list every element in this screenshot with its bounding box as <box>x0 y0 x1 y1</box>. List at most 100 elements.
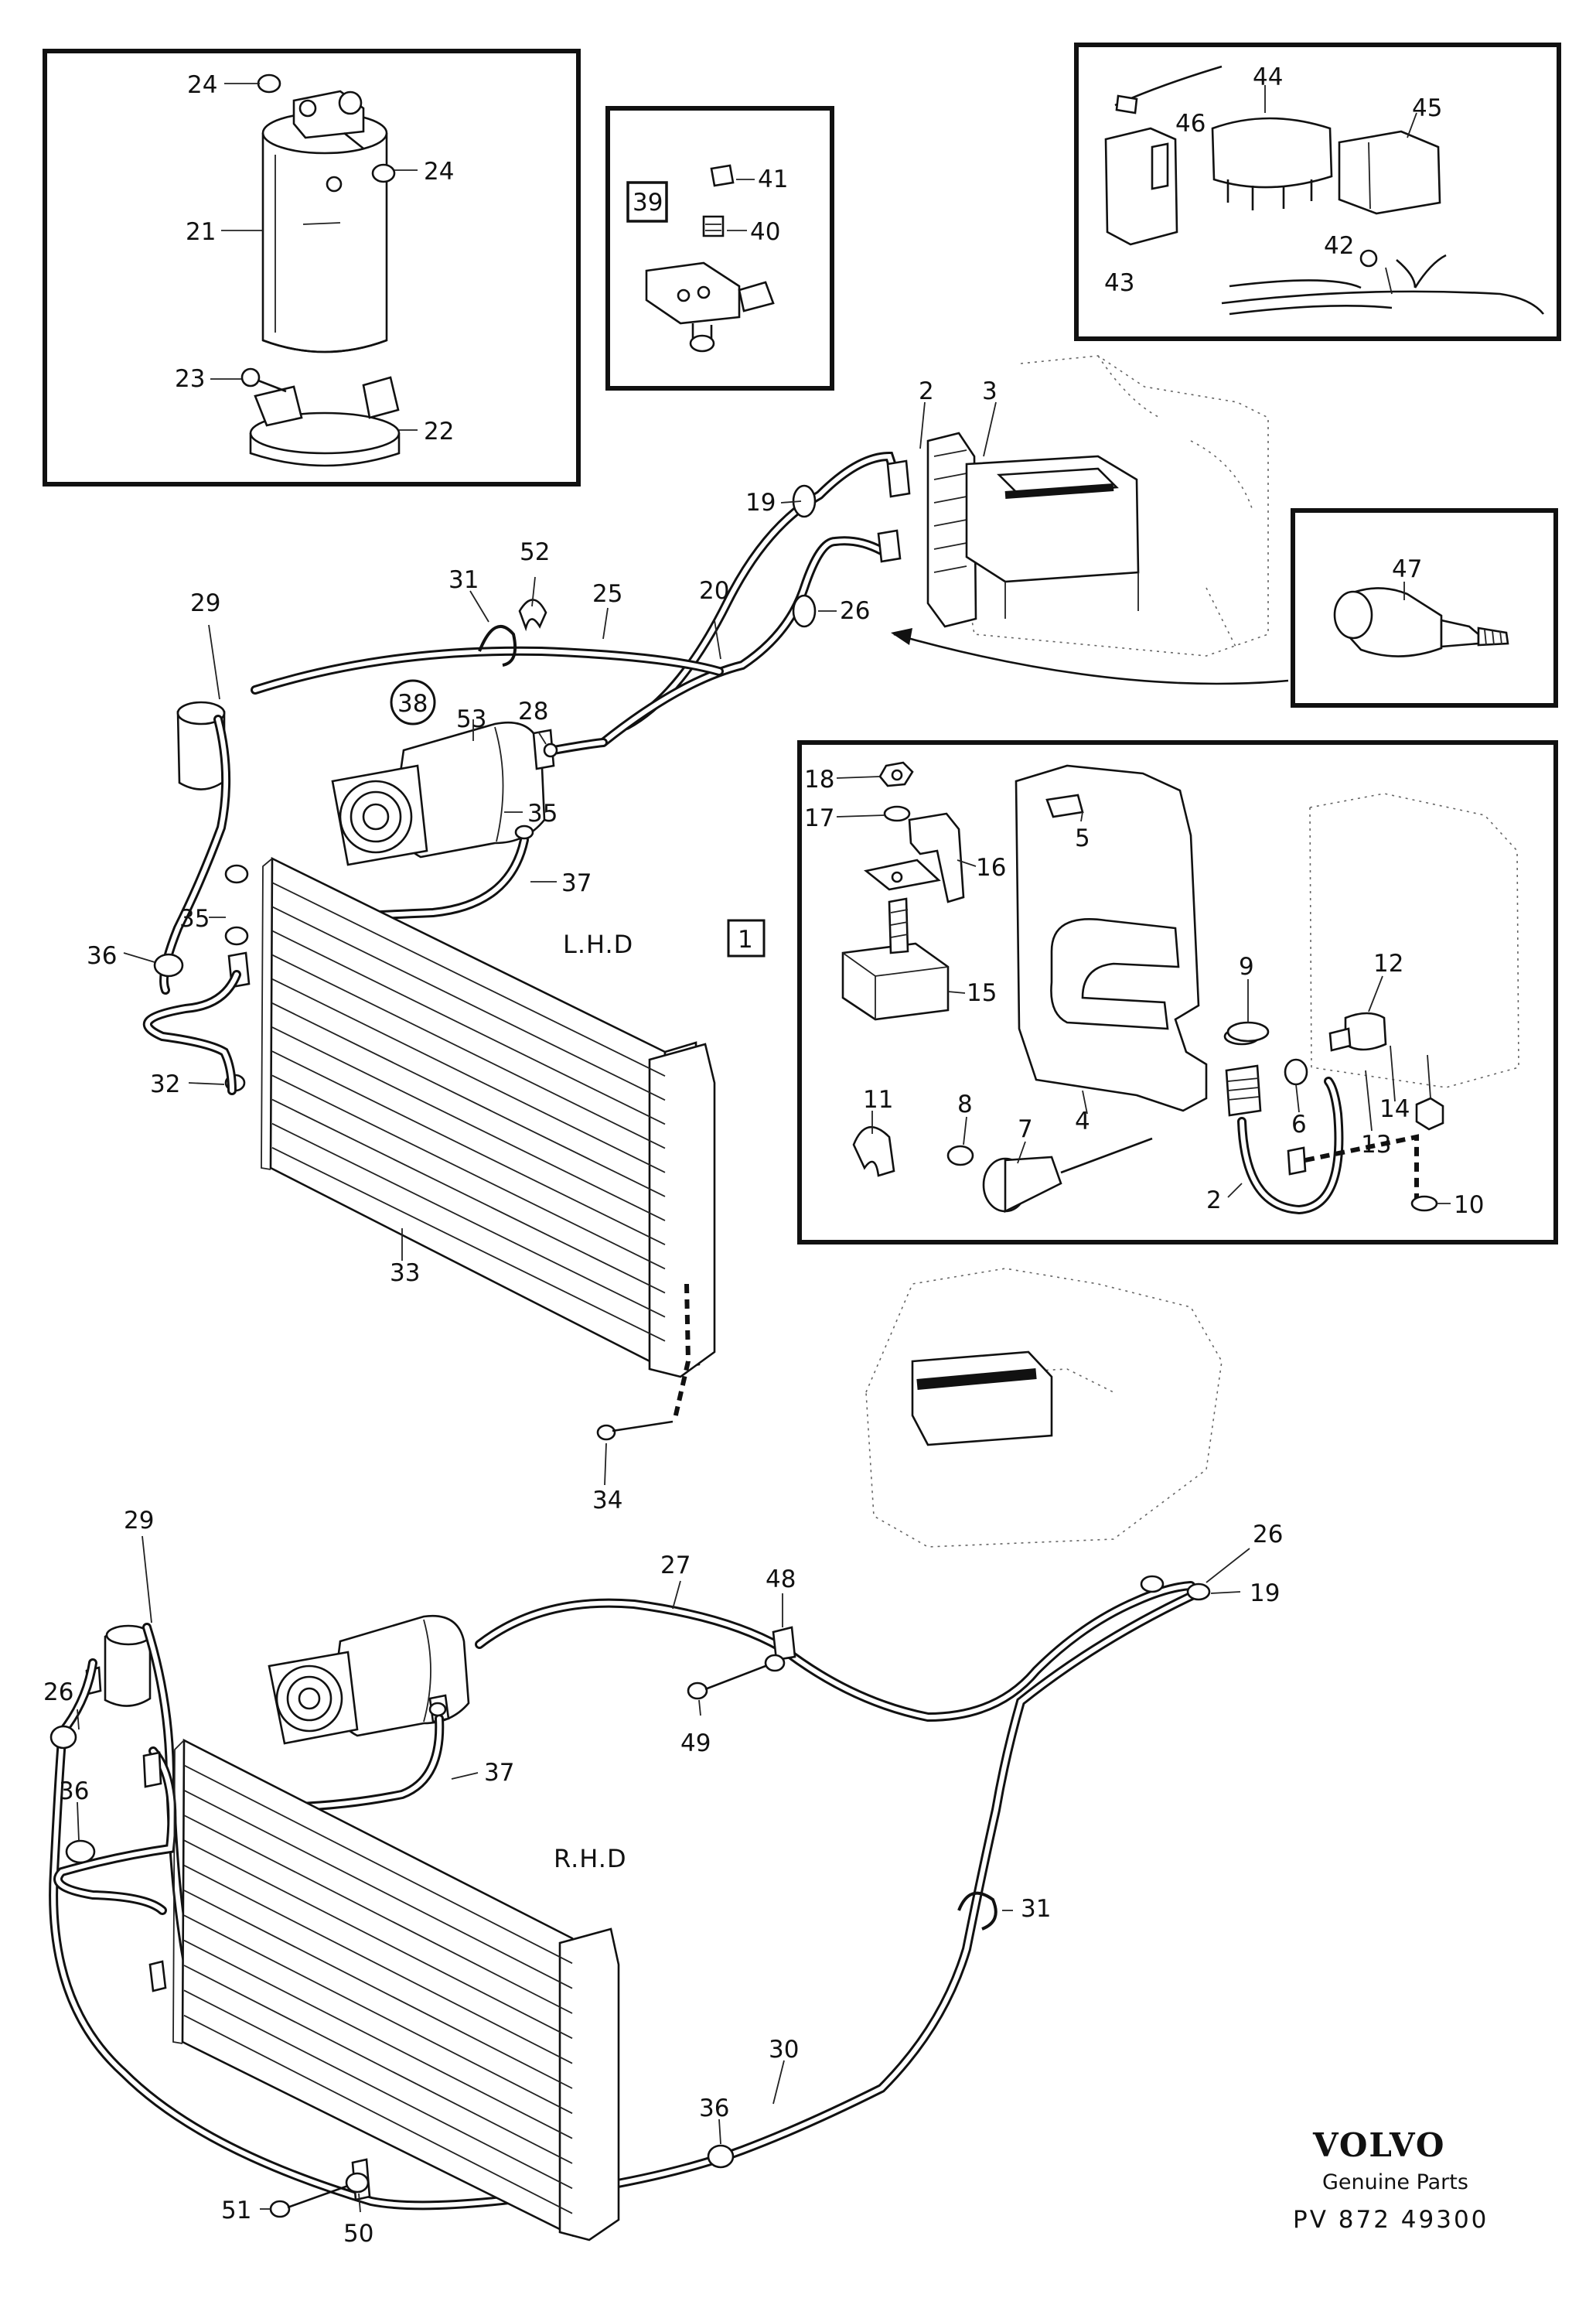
callout-13: 13 <box>1361 1131 1391 1159</box>
callout-27: 27 <box>660 1552 691 1579</box>
callout-1-box <box>727 919 766 958</box>
callout-38: 38 <box>397 690 428 718</box>
condenser-fin <box>183 1839 573 2040</box>
callout-29b: 29 <box>124 1507 154 1535</box>
callout-16: 16 <box>976 854 1006 882</box>
condenser-fin <box>271 1050 666 1246</box>
callout-15: 15 <box>967 979 997 1007</box>
callout-10: 10 <box>1454 1191 1484 1219</box>
callout-4: 4 <box>1075 1108 1090 1135</box>
callout-35b: 35 <box>179 905 210 933</box>
callout-7: 7 <box>1018 1115 1033 1143</box>
callout-45: 45 <box>1412 94 1442 122</box>
wiring-harness-42 <box>1221 249 1545 316</box>
bracket-16 <box>864 812 965 903</box>
nut-18 <box>878 761 914 787</box>
condenser-fin <box>271 954 666 1149</box>
callout-41: 41 <box>758 166 788 193</box>
lhd-hoses <box>251 451 911 747</box>
callout-37a: 37 <box>561 869 592 897</box>
callout-14: 14 <box>1379 1095 1410 1123</box>
callout-24b: 24 <box>424 158 454 186</box>
clip-45 <box>1338 130 1441 215</box>
washer-8 <box>946 1145 974 1166</box>
receiver-drier-illustration <box>261 90 388 353</box>
callout-46: 46 <box>1175 110 1206 138</box>
callout-39: 39 <box>633 189 663 217</box>
switch-47-illustration <box>1333 587 1509 657</box>
rhd-hoses <box>49 1575 1211 2218</box>
callout-28: 28 <box>518 698 548 726</box>
callout-2b: 2 <box>1206 1186 1222 1214</box>
callout-51: 51 <box>221 2197 251 2224</box>
callout-36b: 36 <box>59 1777 89 1805</box>
callout-18: 18 <box>804 766 834 794</box>
pointer-arrowhead <box>891 628 912 645</box>
callout-49: 49 <box>680 1729 711 1757</box>
switch-12 <box>1328 1012 1387 1052</box>
callout-30: 30 <box>769 2036 799 2064</box>
condenser-fin <box>183 1890 573 2089</box>
callout-2a: 2 <box>919 377 934 405</box>
receiver-drier-lhd <box>159 701 231 995</box>
callout-19a: 19 <box>745 489 776 517</box>
pipe-2 <box>1223 1027 1419 1215</box>
condenser-fin <box>271 1026 666 1221</box>
o-ring-9 <box>1226 1021 1270 1043</box>
callout-5: 5 <box>1075 825 1090 852</box>
callout-23: 23 <box>175 365 205 393</box>
condenser-fin <box>183 1914 573 2115</box>
callout-21: 21 <box>186 218 216 246</box>
o-ring-6 <box>1284 1058 1308 1086</box>
callout-35a: 35 <box>527 800 558 828</box>
nut-14 <box>1415 1097 1444 1131</box>
relay-44 <box>1211 117 1333 210</box>
inset-evaporator-detail: 18 17 16 5 15 9 12 11 8 7 4 6 14 13 2 10 <box>797 740 1558 1244</box>
condenser-fin <box>271 1002 666 1197</box>
callout-33-label: 33 <box>390 1259 420 1287</box>
callout-12: 12 <box>1373 950 1403 978</box>
callout-26c: 26 <box>43 1678 73 1706</box>
callout-37b: 37 <box>484 1759 514 1787</box>
callout-24a: 24 <box>187 71 217 99</box>
condenser-fin <box>271 906 666 1101</box>
callout-32: 32 <box>150 1070 180 1098</box>
variant-rhd: R.H.D <box>554 1844 627 1873</box>
washer-17 <box>883 805 911 822</box>
condenser-fin <box>183 1789 573 1989</box>
callout-38-circle <box>390 679 436 726</box>
condenser-fin <box>183 1939 573 2139</box>
callout-44: 44 <box>1253 63 1283 91</box>
screw-23 <box>240 367 287 393</box>
condenser-fin <box>183 1815 573 2014</box>
lhd-leaders <box>123 401 997 1486</box>
callout-26a: 26 <box>840 597 870 625</box>
drawing-code: PV 872 49300 <box>1293 2206 1489 2234</box>
sensor-40 <box>702 215 725 237</box>
condenser-fin <box>183 1764 573 1965</box>
condenser-fin <box>271 930 666 1125</box>
callout-39-box <box>626 181 668 223</box>
inset-receiver-drier: 24 24 21 23 22 <box>43 49 581 487</box>
compressor-lhd <box>281 721 608 925</box>
callout-25: 25 <box>592 580 622 608</box>
callout-17: 17 <box>804 804 834 832</box>
callout-43: 43 <box>1104 269 1134 297</box>
o-ring-10 <box>1410 1195 1438 1212</box>
o-ring-24-top <box>257 73 281 94</box>
callout-22: 22 <box>424 418 454 446</box>
callout-8: 8 <box>957 1091 973 1118</box>
callout-50: 50 <box>343 2220 373 2248</box>
callout-48: 48 <box>766 1565 796 1593</box>
callout-36a: 36 <box>87 942 117 970</box>
mounting-plate-4 <box>1015 764 1208 1112</box>
pointer-arrow <box>893 633 1289 685</box>
cap-41 <box>710 164 735 187</box>
callout-31b: 31 <box>1021 1895 1051 1923</box>
condenser-fin <box>271 978 666 1173</box>
callout-29a: 29 <box>190 589 220 617</box>
brand-logo: VOLVO <box>1312 2126 1445 2164</box>
variant-lhd: L.H.D <box>563 930 633 959</box>
condenser-fin <box>271 1074 666 1270</box>
